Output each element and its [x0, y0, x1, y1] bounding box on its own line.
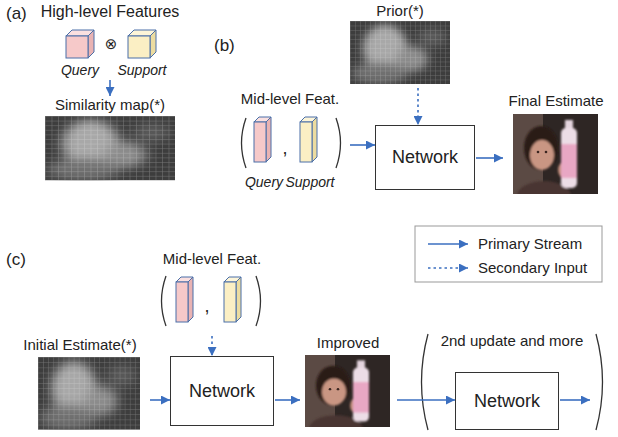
support-cube: [128, 30, 156, 58]
caption: Prior(*): [342, 2, 458, 19]
box-label: Network: [474, 391, 540, 412]
legend-box: [415, 226, 602, 282]
support-slab: [300, 122, 312, 162]
mid-level-bracket: [256, 276, 261, 326]
process-box: Network: [375, 125, 475, 190]
support-cube: [150, 30, 156, 58]
update-bracket: [422, 334, 429, 430]
caption: 2nd update and more: [415, 332, 609, 349]
support-slab: [312, 117, 317, 162]
mid-level-bracket: [336, 118, 341, 168]
separator: ,: [282, 138, 287, 159]
query-cube: [88, 30, 94, 58]
feature-name: Support: [285, 174, 334, 190]
process-box: Network: [455, 372, 559, 430]
final-estimate-image: [513, 114, 598, 211]
operator-symbol: ⊗: [105, 36, 118, 53]
legend-box: [415, 226, 602, 282]
query-slab: [176, 282, 188, 322]
support-slab: [224, 277, 241, 322]
update-bracket: [596, 334, 603, 430]
mid-level-bracket: [162, 276, 261, 326]
image-node: Improved: [300, 334, 396, 428]
caption: High-level Features: [27, 3, 193, 21]
caption: Improved: [300, 334, 396, 351]
legend-dotted-arrow: [428, 267, 468, 269]
support-slab: [300, 117, 317, 162]
panel-label: (c): [6, 250, 26, 270]
process-box: Network: [170, 356, 274, 426]
primary-arrow: [150, 399, 170, 401]
legend-solid-arrow: [428, 243, 468, 245]
image-node: Initial Estimate(*): [11, 336, 149, 430]
mid-level-bracket: [242, 118, 247, 168]
improved-image: [305, 355, 390, 437]
legend-text: Primary Stream: [478, 235, 582, 252]
initial-estimate-image: [38, 357, 140, 430]
panel-label: (a): [6, 4, 27, 24]
feature-name: Query: [61, 62, 99, 78]
panel-label: (b): [214, 36, 235, 56]
support-cube: [128, 36, 150, 58]
primary-arrow: [109, 80, 111, 96]
legend-text: Secondary Input: [478, 259, 587, 276]
box-label: Network: [189, 381, 255, 402]
secondary-arrow: [211, 336, 213, 356]
caption: Final Estimate: [503, 92, 609, 109]
caption: Similarity map(*): [37, 96, 183, 113]
primary-arrow: [350, 144, 375, 146]
similarity-map-image: [45, 116, 175, 180]
mid-level-bracket: [162, 276, 167, 326]
image-node: Final Estimate: [503, 92, 609, 196]
separator: ,: [204, 296, 209, 317]
caption: Mid-level Feat.: [231, 90, 349, 107]
box-label: Network: [392, 147, 458, 168]
mid-level-bracket: [242, 118, 341, 168]
query-slab: [266, 117, 271, 162]
caption: Mid-level Feat.: [153, 250, 271, 267]
output-arrow: [560, 399, 590, 401]
feature-name: Query: [245, 174, 283, 190]
feature-group: Mid-level Feat.: [153, 250, 271, 334]
feature-group: Mid-level Feat.: [231, 90, 349, 172]
support-slab: [224, 282, 236, 322]
image-node: Prior(*): [342, 2, 458, 86]
feature-name: Support: [117, 62, 166, 78]
primary-arrow: [476, 157, 503, 159]
query-cube: [66, 36, 88, 58]
query-slab: [176, 277, 193, 322]
update-group: 2nd update and moreNetwork: [415, 332, 609, 432]
support-slab: [236, 277, 241, 322]
query-slab: [188, 277, 193, 322]
prior-image: [350, 21, 450, 84]
secondary-arrow: [417, 88, 419, 125]
primary-arrow: [275, 399, 300, 401]
image-node: Similarity map(*): [37, 96, 183, 182]
caption: Initial Estimate(*): [11, 336, 149, 353]
query-cube: [66, 30, 94, 58]
query-slab: [254, 122, 266, 162]
query-slab: [254, 117, 271, 162]
primary-arrow: [397, 399, 455, 401]
